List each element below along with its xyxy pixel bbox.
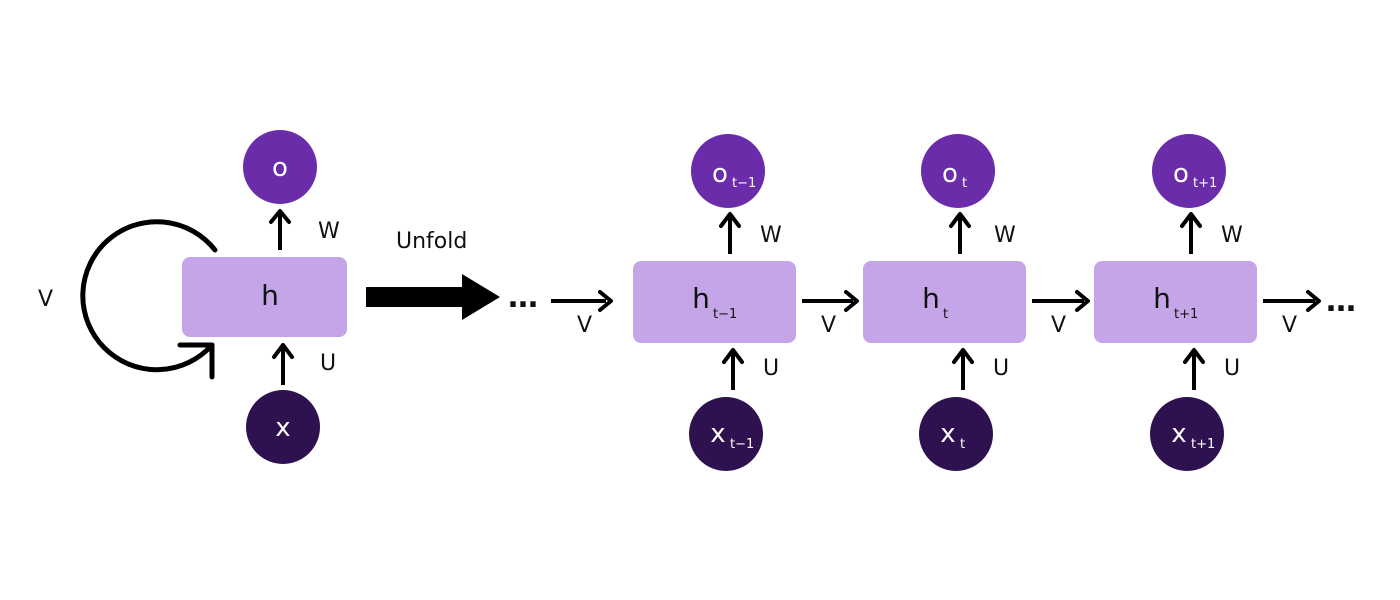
step-1-input-weight-arrowhead [722,348,744,364]
unfold-arrow-group: Unfold … [366,229,538,320]
ellipsis-right: … [1326,284,1356,319]
step-1-output-node [691,134,765,208]
output-weight-arrowhead [269,209,291,224]
ellipsis-left: … [508,280,538,315]
step-2-hidden-box [863,261,1026,343]
recurrent-weight-label-in: V [577,313,592,338]
step-2-hidden-label: h [922,282,940,315]
step-2-output-node [921,134,995,208]
input-weight-label: U [320,351,336,376]
input-node-label: x [275,413,290,443]
step-1-hidden-subscript: t−1 [713,307,737,322]
step-2-output-subscript: t [962,176,967,191]
step-2-input-label: x [940,419,955,449]
step-3-output-weight-label: W [1221,223,1243,248]
folded-rnn: V h o x W U [38,130,347,464]
step-3-output-node [1152,134,1226,208]
output-node [243,130,317,204]
step-3-hidden-subscript: t+1 [1174,307,1198,322]
step-1-hidden-box [633,261,796,343]
step-3-output-weight-arrowhead [1180,212,1202,228]
step-1-recurrent-weight-label: V [821,313,836,338]
step-3-hidden-label: h [1153,282,1171,315]
step-3-input-label: x [1171,419,1186,449]
step-2-input-weight-label: U [993,356,1009,381]
hidden-state-box [182,257,347,337]
input-weight-arrowhead [272,343,294,359]
step-2-hidden-transition-arrowhead [1075,290,1090,312]
step-3-input-node [1150,397,1224,471]
step-2-recurrent-weight-label: V [1051,313,1066,338]
unfold-arrow [366,274,500,320]
hidden-transition-arrowhead-in [598,290,613,312]
step-1-hidden-transition-arrowhead [844,290,859,312]
step-1-input-node [689,397,763,471]
output-weight-label: W [318,219,340,244]
step-3-output-subscript: t+1 [1193,176,1217,191]
step-2-hidden-subscript: t [943,307,948,322]
recurrent-loop-arrowhead [177,342,215,380]
recurrent-loop-arrow [80,219,218,373]
step-1-input-label: x [710,419,725,449]
step-2-output-weight-label: W [994,223,1016,248]
step-1-hidden-label: h [692,282,710,315]
step-1-output-subscript: t−1 [732,176,756,191]
step-3-input-weight-arrowhead [1183,348,1205,364]
step-3-input-subscript: t+1 [1191,437,1215,452]
step-2-output-weight-arrowhead [949,212,971,228]
step-2-output-label: o [942,159,958,189]
step-3-hidden-box [1094,261,1257,343]
step-3-input-weight-label: U [1224,356,1240,381]
step-1-output-label: o [712,159,728,189]
unfold-label: Unfold [396,229,467,254]
step-3-output-label: o [1173,159,1189,189]
step-3-recurrent-weight-label: V [1282,313,1297,338]
step-2-input-weight-arrowhead [952,348,974,364]
step-1-output-weight-arrowhead [719,212,741,228]
recurrent-weight-label: V [38,287,53,312]
step-2-input-subscript: t [960,437,965,452]
step-1-output-weight-label: W [760,223,782,248]
step-1-input-weight-label: U [763,356,779,381]
input-node [246,390,320,464]
step-3-hidden-transition-arrowhead [1306,290,1321,312]
step-1-input-subscript: t−1 [730,437,754,452]
output-node-label: o [272,153,288,183]
hidden-state-label: h [261,279,279,312]
step-2-input-node [919,397,993,471]
